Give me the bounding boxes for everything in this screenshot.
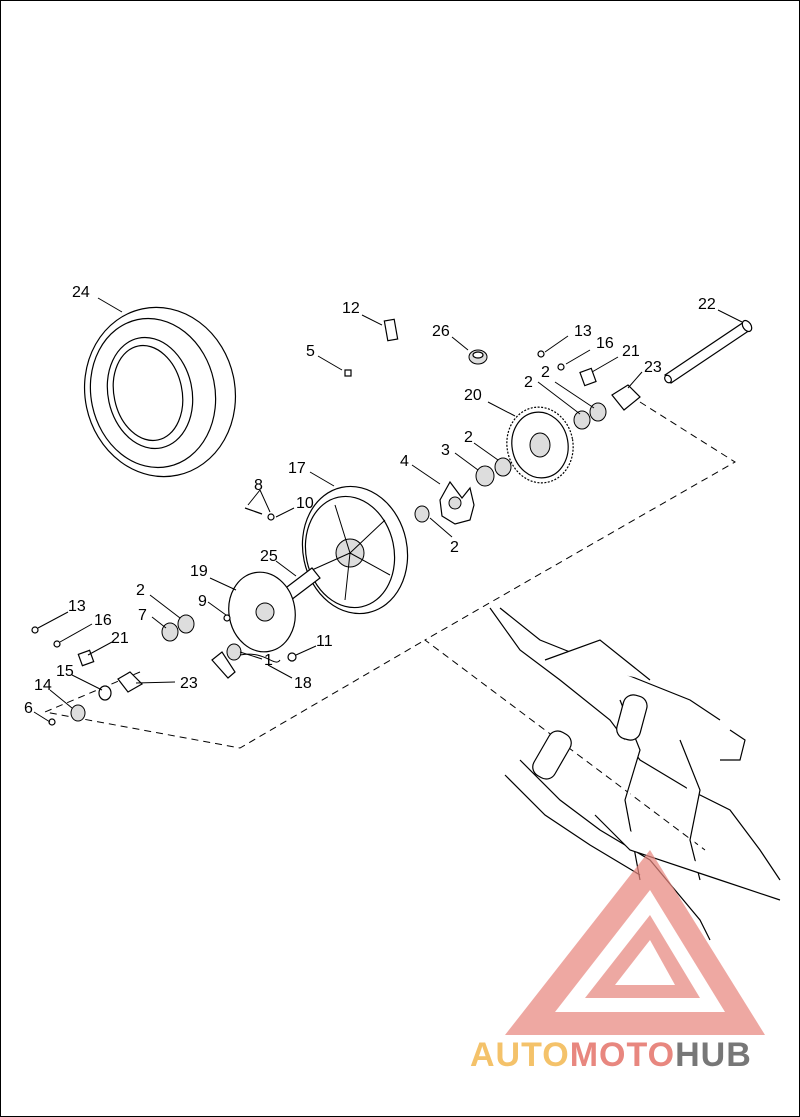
tire: [83, 306, 237, 478]
rotor-bolts: [244, 507, 275, 521]
callout-labels: 24 12 26 13 16 21 22 23 5 2 2 20 3 2 4 1…: [24, 284, 716, 717]
callout-8: 8: [254, 477, 263, 494]
callout-2: 2: [541, 364, 550, 381]
watermark-moto: MOTO: [570, 1036, 675, 1074]
watermark-hub: HUB: [675, 1036, 752, 1074]
callout-26: 26: [432, 323, 450, 340]
callout-2: 2: [524, 374, 533, 391]
watermark-logo: [505, 850, 765, 1035]
callout-23: 23: [644, 359, 662, 376]
callout-13: 13: [574, 323, 592, 340]
callout-1: 1: [264, 652, 273, 669]
callout-12: 12: [342, 300, 360, 317]
watermark-text: AUTOMOTOHUB: [470, 1036, 752, 1074]
callout-3: 3: [441, 442, 450, 459]
assembly-dashed-lines: [43, 401, 736, 851]
callout-21: 21: [622, 343, 640, 360]
callout-24: 24: [72, 284, 90, 301]
callout-4: 4: [400, 453, 409, 470]
callout-25: 25: [260, 548, 278, 565]
small-parts-top: [344, 318, 488, 377]
axle: [664, 319, 753, 384]
callout-11: 11: [316, 633, 333, 650]
callout-13: 13: [68, 598, 86, 615]
callout-18: 18: [294, 675, 312, 692]
leader-lines: [33, 297, 743, 723]
watermark-auto: AUTO: [470, 1036, 570, 1074]
callout-6: 6: [24, 700, 33, 717]
callout-9: 9: [198, 593, 207, 610]
callout-21: 21: [111, 630, 129, 647]
callout-14: 14: [34, 677, 52, 694]
callout-5: 5: [306, 343, 315, 360]
callout-17: 17: [288, 460, 306, 477]
callout-16: 16: [596, 335, 614, 352]
callout-7: 7: [138, 607, 147, 624]
callout-23: 23: [180, 675, 198, 692]
callout-2: 2: [136, 582, 145, 599]
callout-2: 2: [464, 429, 473, 446]
svg-text:AUTOMOTOHUB: AUTOMOTOHUB: [470, 1036, 752, 1074]
brake-rotor: [228, 571, 296, 653]
callout-19: 19: [190, 563, 208, 580]
callout-20: 20: [464, 387, 482, 404]
callout-2: 2: [450, 539, 459, 556]
callout-15: 15: [56, 663, 74, 680]
callout-22: 22: [698, 296, 716, 313]
sprocket: [506, 406, 574, 484]
wheel: [301, 485, 409, 615]
callout-10: 10: [296, 495, 314, 512]
hub-parts: [414, 457, 512, 525]
callout-16: 16: [94, 612, 112, 629]
right-hardware: [537, 350, 641, 430]
